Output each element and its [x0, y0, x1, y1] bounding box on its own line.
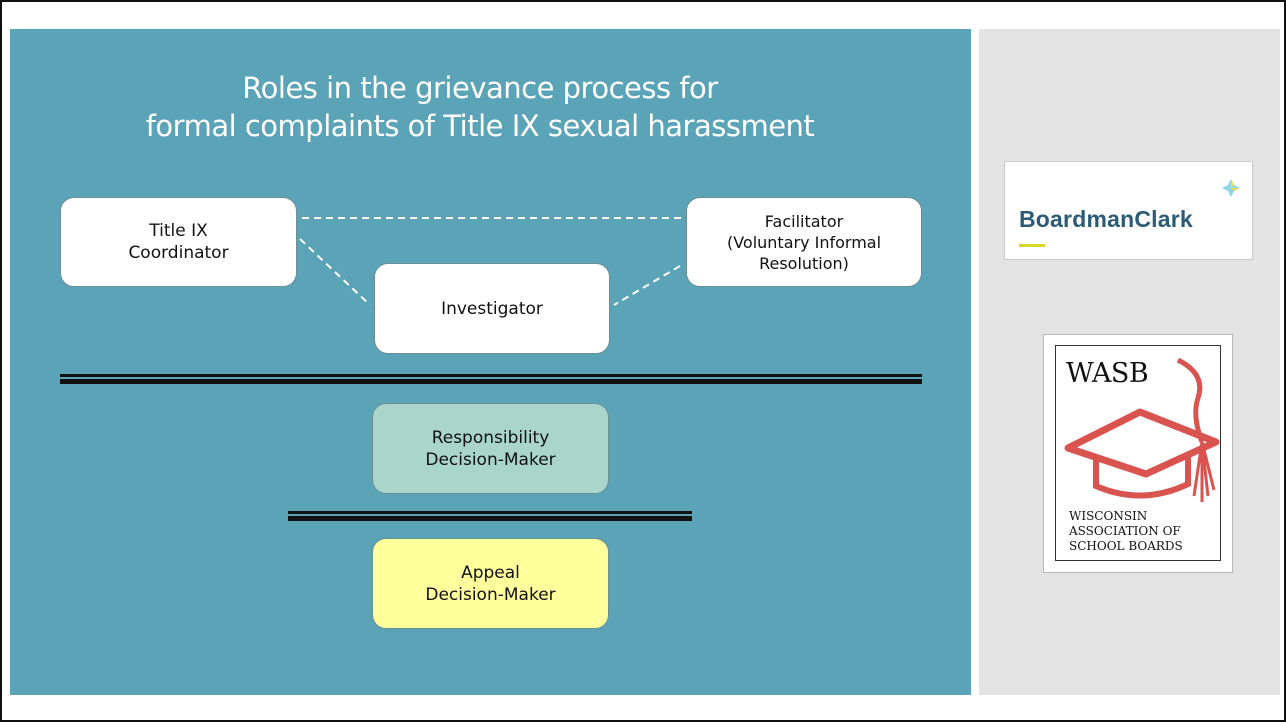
facilitator-box: Facilitator (Voluntary Informal Resoluti…: [686, 197, 922, 287]
slide-title: Roles in the grievance process for forma…: [40, 69, 920, 145]
box-label: Responsibility: [431, 427, 550, 448]
box-label: Facilitator: [764, 211, 844, 231]
wasb-logo: WASB WISCONSIN ASSOCIATION OF SCHOOL BOA…: [1043, 334, 1233, 573]
wasb-name-line: WISCONSIN: [1069, 509, 1148, 523]
box-label: Title IX: [149, 221, 208, 241]
title-line-1: Roles in the grievance process for: [242, 71, 718, 105]
wasb-name-line: ASSOCIATION OF: [1069, 524, 1181, 538]
graduation-cap-icon: [1064, 357, 1220, 502]
appeal-decision-maker-box: Appeal Decision-Maker: [372, 538, 609, 629]
wasb-initials: WASB: [1066, 358, 1149, 389]
responsibility-decision-maker-box: Responsibility Decision-Maker: [372, 403, 609, 494]
box-label: Investigator: [441, 298, 543, 319]
wasb-name-line: SCHOOL BOARDS: [1069, 539, 1183, 553]
box-label: Coordinator: [128, 243, 229, 263]
investigator-box: Investigator: [374, 263, 610, 354]
box-label: Resolution): [759, 253, 849, 273]
boardmanclark-logo: BoardmanClark: [1004, 161, 1253, 260]
main-panel: Roles in the grievance process for forma…: [10, 29, 971, 695]
box-label: Decision-Maker: [425, 449, 556, 470]
separator-double-rule: [288, 511, 692, 523]
boardmanclark-accent-bar: [1019, 244, 1045, 247]
box-label: Decision-Maker: [425, 584, 556, 605]
box-label: Appeal: [461, 562, 520, 583]
wasb-full-name: WISCONSIN ASSOCIATION OF SCHOOL BOARDS: [1069, 509, 1219, 554]
connector-coordinator-investigator: [299, 238, 371, 306]
logo-sidebar: BoardmanClark WASB WISCONSIN ASSOCIATION…: [979, 29, 1280, 695]
title-line-2: formal complaints of Title IX sexual har…: [145, 109, 815, 143]
wasb-logo-frame: WASB WISCONSIN ASSOCIATION OF SCHOOL BOA…: [1055, 345, 1221, 561]
title-ix-coordinator-box: Title IX Coordinator: [60, 197, 297, 287]
boardmanclark-wordmark: BoardmanClark: [1019, 206, 1193, 232]
connector-facilitator-investigator: [613, 265, 681, 306]
sparkle-diamond-icon: [1222, 179, 1240, 197]
box-label: (Voluntary Informal: [726, 232, 882, 252]
role-connectors: [299, 217, 686, 306]
separator-double-rule: [60, 374, 922, 386]
